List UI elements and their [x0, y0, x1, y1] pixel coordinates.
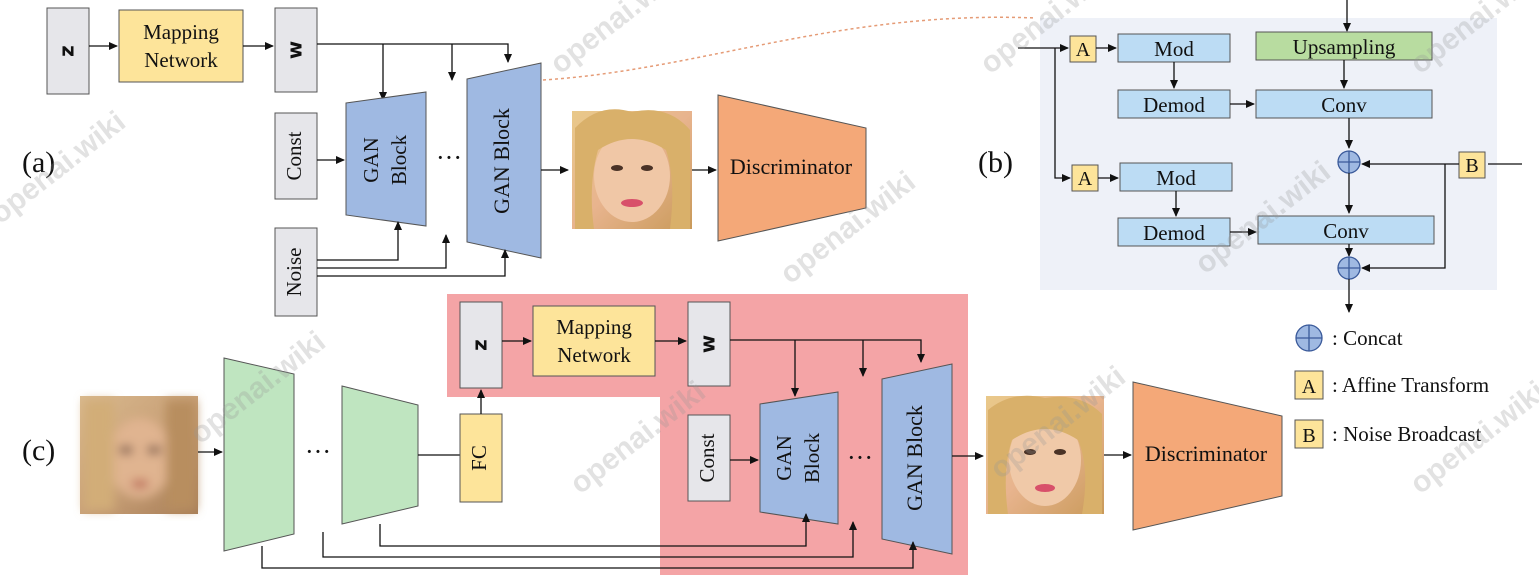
conv-box-1-label: Conv [1321, 93, 1367, 117]
legend-concat-text: : Concat [1332, 326, 1403, 350]
watermark: openai.wiki [0, 105, 132, 231]
ellipsis-c-encoder: ··· [305, 437, 331, 466]
affine-box-1-label: A [1076, 39, 1091, 61]
demod-box-2-label: Demod [1143, 221, 1205, 245]
z-label-c: z [468, 339, 492, 351]
discriminator-c-label: Discriminator [1145, 441, 1268, 466]
z-box-c [459, 301, 503, 389]
concat-legend-icon [1295, 324, 1323, 352]
affine-box-2-label: A [1078, 168, 1093, 190]
encoder-block-1 [223, 357, 295, 552]
gan-block-2-c [881, 363, 953, 555]
upsampling-label: Upsampling [1293, 35, 1396, 59]
upsampling-box [1255, 31, 1433, 61]
z-box-a [46, 7, 90, 95]
mapping-network-a [118, 9, 244, 83]
affine-box-1 [1069, 35, 1097, 63]
demod-box-2 [1117, 217, 1231, 247]
demod-box-1 [1117, 89, 1231, 119]
legend-affine-box [1294, 370, 1324, 400]
z-label-a: z [55, 45, 79, 57]
mapping-network-a-line2: Network [144, 48, 218, 72]
mapping-network-c-line1: Mapping [556, 315, 632, 339]
mod-box-1 [1117, 33, 1231, 63]
broadcast-box-label: B [1465, 155, 1478, 177]
legend-affine-symbol: A [1302, 376, 1317, 398]
mod-box-1-label: Mod [1154, 37, 1194, 61]
discriminator-c [1132, 381, 1283, 531]
const-label-a: Const [282, 131, 306, 180]
w-label-c: w [696, 335, 720, 353]
concat-icon-1 [1337, 150, 1361, 174]
discriminator-a [717, 94, 867, 242]
gan-block-2-c-label: GAN Block [902, 405, 927, 511]
conv-box-2 [1257, 215, 1435, 245]
label-a: (a) [22, 146, 55, 179]
mapping-network-a-line1: Mapping [143, 20, 219, 44]
mapping-network-c [532, 305, 656, 377]
gan-block-1-c-line2: Block [800, 432, 824, 483]
legend-affine-text: : Affine Transform [1332, 373, 1489, 397]
gan-block-1-a-line2: Block [387, 134, 411, 185]
ellipsis-a: ··· [436, 143, 462, 172]
label-c: (c) [22, 434, 55, 467]
encoder-block-2 [341, 385, 419, 525]
gan-block-1-c [759, 391, 839, 525]
concat-icon-2 [1337, 256, 1361, 280]
mapping-network-c-line2: Network [557, 343, 631, 367]
legend-broadcast-text: : Noise Broadcast [1332, 422, 1481, 446]
w-box-c [687, 301, 731, 387]
watermark: openai.wiki [544, 0, 692, 81]
noise-label-a: Noise [282, 248, 306, 297]
gan-block-1-a [345, 91, 427, 227]
ellipsis-c-generator: ··· [847, 443, 873, 472]
input-blurry-face-image [80, 396, 198, 514]
zoom-connector [542, 16, 1036, 81]
conv-box-1 [1255, 89, 1433, 119]
gan-block-1-a-line1: GAN [359, 137, 383, 183]
legend-broadcast-box [1294, 419, 1324, 449]
gan-block-1-c-line1: GAN [772, 435, 796, 481]
panel-b-background [1040, 18, 1497, 290]
const-label-c: Const [695, 433, 719, 482]
w-box-a [274, 7, 318, 93]
noise-box-a [274, 227, 318, 317]
generated-face-image-c [986, 395, 1104, 514]
mod-box-2-label: Mod [1156, 166, 1196, 190]
w-label-a: w [283, 41, 307, 59]
gan-block-2-a [466, 62, 542, 259]
conv-box-2-label: Conv [1323, 219, 1369, 243]
label-b: (b) [978, 146, 1013, 179]
demod-box-1-label: Demod [1143, 93, 1205, 117]
fc-label: FC [467, 445, 491, 471]
mod-box-2 [1119, 162, 1233, 192]
legend: : Concat A : Affine Transform B : Noise … [1294, 324, 1489, 449]
discriminator-a-label: Discriminator [730, 154, 853, 179]
gan-block-2-a-label: GAN Block [489, 108, 514, 214]
broadcast-box [1458, 151, 1486, 179]
const-box-a [274, 112, 318, 200]
legend-broadcast-symbol: B [1302, 425, 1315, 447]
const-box-c [687, 414, 731, 502]
generated-face-image-a [572, 109, 692, 229]
